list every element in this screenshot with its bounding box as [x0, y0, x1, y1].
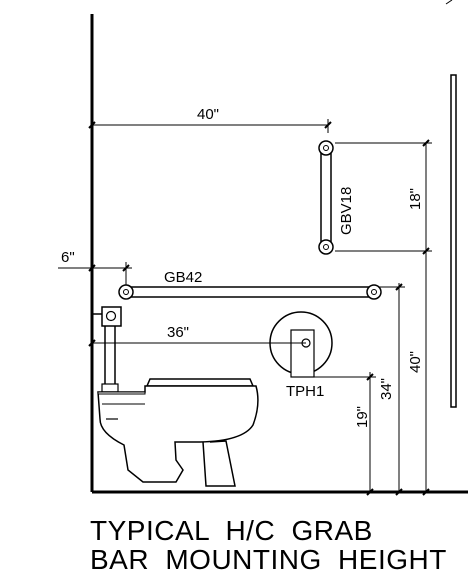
flush-valve [92, 306, 122, 393]
caption-line-2: BAR MOUNTING HEIGHT [90, 544, 447, 575]
dimension-label-19: 19" [354, 406, 371, 428]
dimension-label-40-height: 40" [407, 351, 424, 373]
dimension-bar-heights: 40" 34" [378, 283, 430, 496]
vertical-grab-bar: GBV18 [318, 140, 355, 255]
dimension-tp-position: 36" 19" [88, 324, 376, 496]
caption-line-1: TYPICAL H/C GRAB [90, 515, 373, 546]
tp-holder-label: TPH1 [286, 383, 324, 400]
dimension-label-40-top: 40" [197, 106, 219, 123]
side-partition [450, 74, 457, 408]
toilet-paper-holder: TPH1 [269, 311, 333, 400]
vertical-bar-label: GBV18 [338, 187, 355, 235]
dimension-label-34: 34" [378, 378, 395, 400]
dimension-wall-offset: 6" [58, 249, 132, 288]
horizontal-bar-label: GB42 [164, 269, 202, 286]
dimension-label-6: 6" [61, 249, 75, 266]
dimension-grab-bar-offset: 40" [88, 106, 332, 133]
corner-mark [445, 0, 453, 5]
dimension-label-36: 36" [167, 324, 189, 341]
horizontal-grab-bar: GB42 [118, 269, 382, 300]
toilet [97, 378, 259, 487]
dimension-label-18: 18" [407, 188, 424, 210]
dimension-vertical-bar-length: 18" [335, 139, 432, 492]
